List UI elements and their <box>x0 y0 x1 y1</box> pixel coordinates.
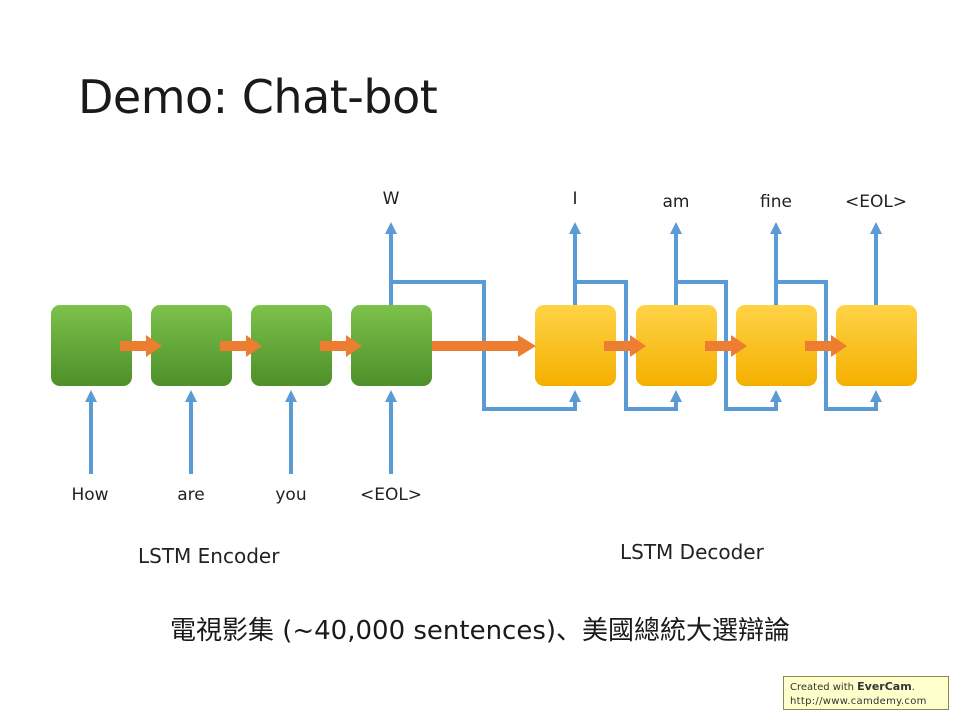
input-token-are: are <box>177 485 205 505</box>
output-arrows <box>385 222 882 305</box>
encoder-output-token: W <box>383 189 400 209</box>
watermark-suffix: . <box>911 682 915 693</box>
watermark-prefix: Created with <box>790 682 858 693</box>
encoder-caption: LSTM Encoder <box>138 544 280 568</box>
encoder-cell <box>51 305 132 386</box>
input-token-you: you <box>275 485 306 505</box>
feedback-arrows <box>391 280 882 411</box>
encoder-cell <box>351 305 432 386</box>
decoder-cells <box>535 305 917 386</box>
input-token-how: How <box>71 485 108 505</box>
decoder-cell <box>636 305 717 386</box>
decoder-output-token-am: am <box>663 192 690 212</box>
evercam-watermark[interactable]: Created with EverCam. http://www.camdemy… <box>783 676 949 710</box>
decoder-cell <box>836 305 917 386</box>
decoder-cell <box>535 305 616 386</box>
recurrent-arrow <box>120 335 162 357</box>
decoder-output-token-eol: <EOL> <box>845 192 907 212</box>
encoder-input-arrows <box>85 390 397 474</box>
recurrent-arrow <box>604 335 646 357</box>
encoder-cells <box>51 305 432 386</box>
decoder-caption: LSTM Decoder <box>620 540 764 564</box>
encoder-cell <box>251 305 332 386</box>
watermark-url[interactable]: http://www.camdemy.com <box>790 696 927 707</box>
decoder-cell <box>736 305 817 386</box>
recurrent-arrow <box>705 335 747 357</box>
watermark-brand: EverCam <box>857 680 912 693</box>
recurrent-arrows <box>120 335 847 357</box>
encoder-to-decoder-arrow <box>432 335 536 357</box>
recurrent-arrow <box>320 335 362 357</box>
decoder-output-token-i: I <box>572 189 577 209</box>
recurrent-arrow <box>220 335 262 357</box>
dataset-note: 電視影集 (~40,000 sentences)、美國總統大選辯論 <box>169 616 791 646</box>
output-labels: W I am fine <EOL> <box>383 189 907 212</box>
encoder-input-labels: How are you <EOL> <box>71 485 422 505</box>
watermark-line: Created with EverCam. <box>790 680 942 695</box>
recurrent-arrow <box>805 335 847 357</box>
input-token-eol: <EOL> <box>360 485 422 505</box>
encoder-cell <box>151 305 232 386</box>
slide-title: Demo: Chat-bot <box>78 70 438 124</box>
decoder-output-token-fine: fine <box>760 192 792 212</box>
